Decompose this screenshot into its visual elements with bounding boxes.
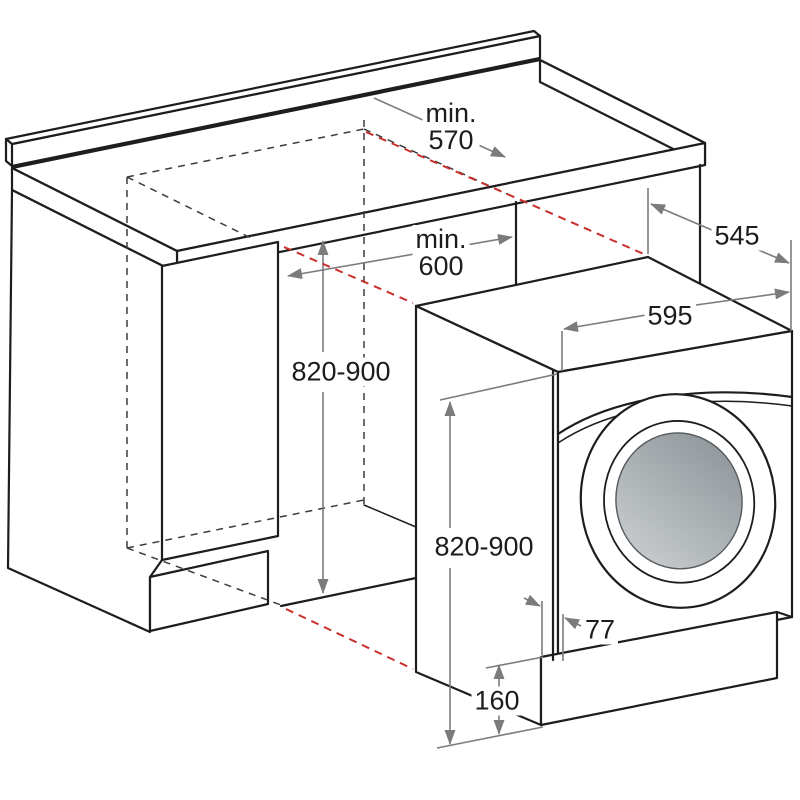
dim-label-machine-height: 820-900 [431, 532, 537, 562]
washing-machine [414, 255, 794, 727]
worktop [4, 29, 707, 275]
door-glass [615, 432, 743, 570]
cabinet-body [6, 163, 702, 634]
dim-label-machine-depth: 545 [711, 221, 763, 251]
machine-door [556, 391, 794, 609]
dim-min-570-prefix: min. [425, 98, 477, 128]
dim-min-570-value: 570 [428, 125, 474, 155]
dim-label-min-570: min. 570 [422, 98, 480, 155]
dim-label-cutout-height: 820-900 [288, 357, 394, 387]
dim-label-plinth-recess: 77 [581, 615, 619, 645]
dim-min-600-prefix: min. [415, 224, 467, 254]
dim-label-machine-width: 595 [644, 301, 696, 331]
machine-dimensions [436, 188, 792, 749]
projection-lines [283, 131, 647, 670]
dim-label-plinth-height: 160 [471, 686, 523, 716]
dim-label-min-600: min. 600 [412, 224, 470, 281]
cutout-hidden-edges [126, 120, 515, 606]
dim-min-600-value: 600 [418, 251, 464, 281]
